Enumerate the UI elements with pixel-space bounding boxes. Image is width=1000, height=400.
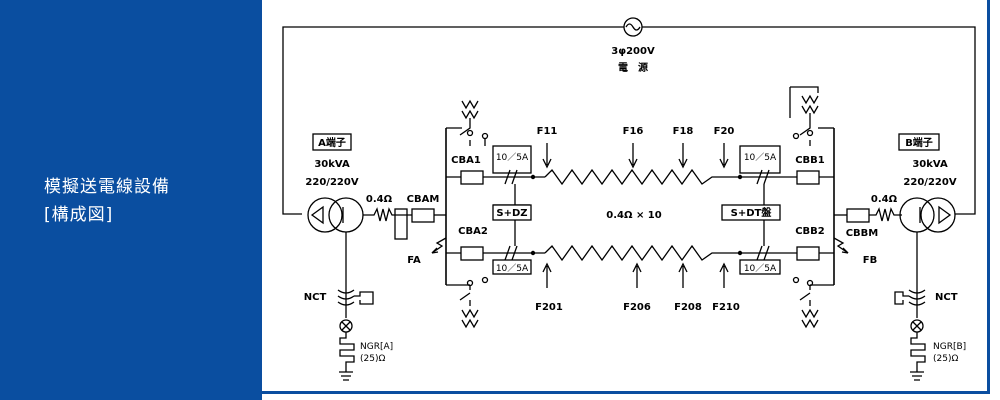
- diagram-frame: [262, 0, 990, 394]
- nct-a-label: NCT: [304, 292, 327, 303]
- source-rating: 3φ200V: [611, 46, 655, 57]
- cbam-breaker: [411, 208, 435, 223]
- cbbm-label: CBBM: [846, 228, 879, 239]
- ct-b1-icon: [756, 169, 770, 185]
- pt-a-upper-icon: [461, 99, 479, 120]
- ct-b2-box: [739, 259, 781, 275]
- cbb1-label: CBB1: [795, 155, 825, 166]
- ngr-b-resistor-icon: [910, 332, 926, 372]
- fault-b-icon: [833, 237, 849, 254]
- terminal-a-name: A端子: [318, 136, 346, 149]
- ngr-a-value: (25)Ω: [360, 354, 385, 364]
- ct-a1-box: [492, 145, 532, 174]
- lower-fault-points: F201 F206 F208 F210: [535, 262, 740, 313]
- fault-a-icon: [431, 237, 447, 254]
- point-f16: F16: [623, 126, 644, 137]
- nct-b-icon: [908, 289, 926, 306]
- ct-a2-box: [492, 259, 532, 275]
- panel-title-main: 模擬送電線設備: [44, 177, 170, 197]
- terminal-a-box: [312, 133, 352, 151]
- ct-b2-ratio: 10／5A: [744, 263, 777, 274]
- ct-b1-ratio: 10／5A: [744, 152, 777, 163]
- fault-b-label: FB: [863, 255, 877, 266]
- panel-title: 模擬送電線設備 [構成図]: [44, 173, 170, 229]
- terminal-a-rating: 30kVA: [314, 159, 350, 170]
- point-f201: F201: [535, 302, 563, 313]
- point-f210: F210: [712, 302, 740, 313]
- upper-fault-points: F11 F16 F18 F20: [537, 126, 735, 169]
- cba2-breaker: [460, 246, 484, 261]
- upper-line: [544, 168, 740, 186]
- nct-a-icon: [337, 289, 355, 306]
- terminal-b-rating: 30kVA: [912, 159, 948, 170]
- cbb1-breaker: [796, 170, 820, 185]
- transformer-a-icon: [307, 197, 364, 233]
- ct-b1-box: [739, 145, 781, 174]
- point-f18: F18: [673, 126, 694, 137]
- ngr-a-resistor-icon: [339, 332, 355, 372]
- cba1-breaker: [460, 170, 484, 185]
- ngr-b-label: NGR[B]: [933, 342, 966, 352]
- terminal-b-voltage: 220/220V: [903, 177, 956, 188]
- nct-b-label: NCT: [935, 292, 958, 303]
- circuit-svg: 3φ200V 電 源 A端子 30kVA 220/220V 0.4Ω CBAM: [282, 17, 976, 381]
- fault-a-label: FA: [407, 255, 421, 266]
- cba2-label: CBA2: [458, 226, 488, 237]
- reactor-a-bracket: [394, 208, 408, 240]
- ct-a2-icon: [504, 245, 518, 261]
- transformer-b-icon: [899, 197, 956, 233]
- cbb2-breaker: [796, 246, 820, 261]
- pt-b-lower-icon: [801, 308, 819, 329]
- ct-a2-ratio: 10／5A: [496, 263, 529, 274]
- relay-a-box: [492, 204, 532, 221]
- terminal-a-voltage: 220/220V: [305, 177, 358, 188]
- reactor-b-icon: [869, 207, 902, 222]
- relay-b-label: S+DT盤: [731, 206, 773, 219]
- circuit-diagram: 3φ200V 電 源 A端子 30kVA 220/220V 0.4Ω CBAM: [262, 0, 1000, 400]
- panel-title-sub: [構成図]: [44, 205, 114, 225]
- ct-a1-ratio: 10／5A: [496, 152, 529, 163]
- relay-b-box: [721, 204, 781, 221]
- ngr-b-value: (25)Ω: [933, 354, 958, 364]
- relay-a-label: S+DZ: [496, 208, 527, 219]
- impedance-left: 0.4Ω: [366, 194, 393, 205]
- source-name: 電 源: [618, 61, 648, 74]
- ct-b2-icon: [756, 245, 770, 261]
- pt-b-upper-icon: [801, 94, 819, 115]
- impedance-right: 0.4Ω: [871, 194, 898, 205]
- ac-source-icon: [623, 17, 643, 37]
- line-impedance: 0.4Ω × 10: [606, 210, 662, 221]
- pt-a-lower-icon: [461, 308, 479, 329]
- ngr-a-label: NGR[A]: [360, 342, 393, 352]
- cbbm-breaker: [846, 208, 870, 223]
- cbam-label: CBAM: [407, 194, 440, 205]
- ct-a1-icon: [504, 169, 518, 185]
- point-f11: F11: [537, 126, 558, 137]
- title-panel: 模擬送電線設備 [構成図]: [0, 0, 262, 400]
- point-f208: F208: [674, 302, 702, 313]
- reactor-a-icon: [363, 207, 412, 222]
- cbb2-label: CBB2: [795, 226, 825, 237]
- ground-b-icon: [910, 371, 924, 381]
- point-f20: F20: [714, 126, 735, 137]
- ground-a-icon: [339, 371, 353, 381]
- cba1-label: CBA1: [451, 155, 481, 166]
- point-f206: F206: [623, 302, 651, 313]
- grounding-a: NCT NGR[A] (25)Ω: [304, 232, 393, 381]
- grounding-b: NCT NGR[B] (25)Ω: [894, 232, 966, 381]
- terminal-b-box: [898, 133, 940, 151]
- terminal-b-name: B端子: [905, 136, 933, 149]
- lower-line: [544, 244, 740, 262]
